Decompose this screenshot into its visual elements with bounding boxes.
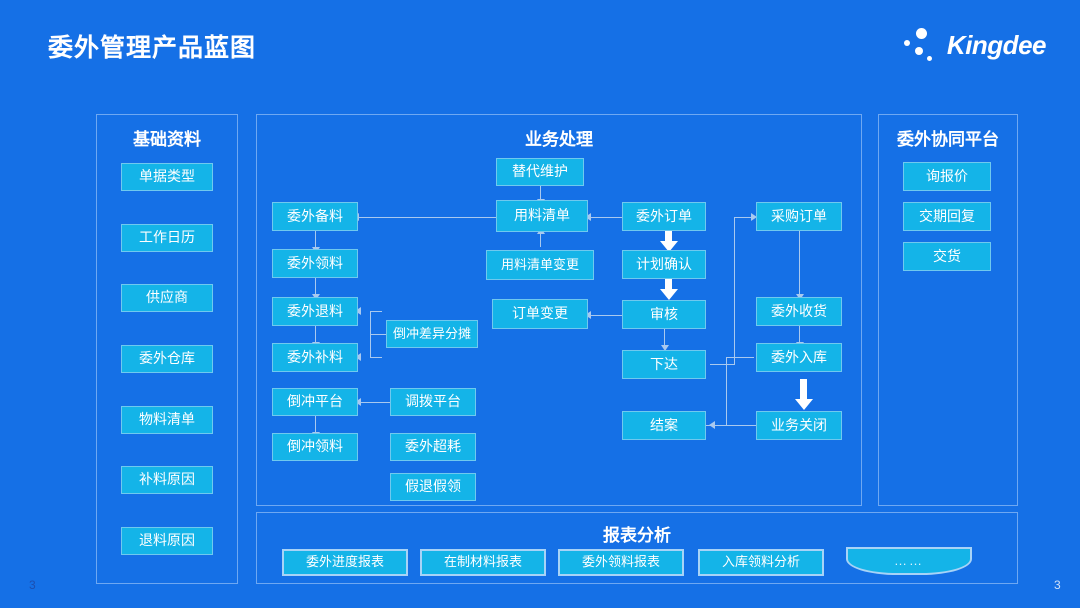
connector-tidai-yongliao: [540, 186, 541, 200]
node-chayi-fentan[interactable]: 倒冲差异分摊: [386, 320, 478, 348]
panel-report-analysis-title: 报表分析: [603, 526, 671, 545]
connector-chayi-bottom: [370, 357, 382, 358]
node-jihua-queren[interactable]: 计划确认: [622, 250, 706, 279]
page-number-right: 3: [1054, 578, 1061, 592]
page-number-left: 3: [29, 578, 36, 592]
arrowhead-shenhe-xiada: [661, 345, 669, 351]
basic-item-3[interactable]: 委外仓库: [121, 345, 213, 373]
connector-shenhe-dingdanbg: [588, 315, 624, 316]
report-item-more[interactable]: ……: [846, 547, 972, 575]
node-diaobo-pingtai[interactable]: 调拨平台: [390, 388, 476, 416]
arrowhead-xiada-cgdd: [751, 213, 757, 221]
node-tuiliao[interactable]: 委外退料: [272, 297, 358, 326]
panel-business-process: 业务处理: [256, 114, 862, 506]
connector-chayi-stem: [370, 334, 386, 335]
node-chaohao[interactable]: 委外超耗: [390, 433, 476, 461]
connector-yongliaobg-yongliao: [540, 233, 541, 247]
collab-item-1[interactable]: 交期回复: [903, 202, 991, 231]
panel-basic-data: 基础资料: [96, 114, 238, 584]
connector-ruku-left: [726, 357, 754, 358]
connector-ruku-left-h: [703, 425, 726, 426]
basic-item-1[interactable]: 工作日历: [121, 224, 213, 252]
connector-jhqr-shenhe: [660, 279, 678, 300]
arrowhead-shenhe-dingdanbg: [585, 311, 591, 319]
node-buliao[interactable]: 委外补料: [272, 343, 358, 372]
report-item-3[interactable]: 入库领料分析: [698, 549, 824, 576]
connector-xiada-cgdd: [734, 217, 752, 218]
node-weiwai-ruku[interactable]: 委外入库: [756, 343, 842, 372]
connector-wwdd-jhqr: [660, 231, 678, 252]
connector-wwdd-yongliao: [588, 217, 624, 218]
connector-shouhuo-ruku: [799, 326, 800, 343]
panel-collaboration: 委外协同平台: [878, 114, 1018, 506]
panel-business-process-title: 业务处理: [525, 130, 593, 149]
node-yongliao[interactable]: 用料清单: [496, 200, 588, 232]
arrowhead-chayi-buliao: [355, 353, 361, 361]
kingdee-logo: Kingdee: [903, 24, 1047, 66]
node-daochong-lingliao[interactable]: 倒冲领料: [272, 433, 358, 461]
panel-collaboration-title: 委外协同平台: [897, 130, 999, 149]
connector-chayi-top: [370, 311, 382, 312]
basic-item-4[interactable]: 物料清单: [121, 406, 213, 434]
connector-yongliao-beiliao: [355, 217, 498, 218]
node-yewu-guanbi[interactable]: 业务关闭: [756, 411, 842, 440]
node-weiwai-shouhuo[interactable]: 委外收货: [756, 297, 842, 326]
node-jiatui-jialing[interactable]: 假退假领: [390, 473, 476, 501]
basic-item-0[interactable]: 单据类型: [121, 163, 213, 191]
node-shenhe[interactable]: 审核: [622, 300, 706, 329]
connector-xiada-right: [710, 364, 734, 365]
connector-guanbi-jiean: [712, 425, 756, 426]
report-item-1[interactable]: 在制材料报表: [420, 549, 546, 576]
node-tidai[interactable]: 替代维护: [496, 158, 584, 186]
basic-item-6[interactable]: 退料原因: [121, 527, 213, 555]
arrowhead-chayi-tuiliao: [355, 307, 361, 315]
collab-item-2[interactable]: 交货: [903, 242, 991, 271]
connector-daochongpt-daochongll: [315, 416, 316, 433]
arrowhead-diaobo-daochongpt: [355, 398, 361, 406]
node-weiwai-dingdan[interactable]: 委外订单: [622, 202, 706, 231]
connector-cgdd-shouhuo: [799, 231, 800, 295]
node-caigou-dingdan[interactable]: 采购订单: [756, 202, 842, 231]
node-xiada[interactable]: 下达: [622, 350, 706, 379]
node-beiliao[interactable]: 委外备料: [272, 202, 358, 231]
report-item-2[interactable]: 委外领料报表: [558, 549, 684, 576]
report-item-0[interactable]: 委外进度报表: [282, 549, 408, 576]
node-yongliao-biangeng[interactable]: 用料清单变更: [486, 250, 594, 280]
panel-report-analysis: 报表分析: [256, 512, 1018, 584]
basic-item-5[interactable]: 补料原因: [121, 466, 213, 494]
connector-shenhe-xiada: [664, 329, 665, 346]
panel-basic-data-title: 基础资料: [133, 130, 201, 149]
node-daochong-pingtai[interactable]: 倒冲平台: [272, 388, 358, 416]
connector-ruku-left-v: [726, 357, 727, 425]
connector-beiliao-lingliao: [315, 231, 316, 248]
connector-lingliao-tuiliao: [315, 278, 316, 295]
page-title: 委外管理产品蓝图: [48, 34, 257, 62]
connector-diaobo-daochongpt: [358, 402, 390, 403]
connector-xiada-up: [734, 217, 735, 365]
connector-ruku-guanbi: [795, 379, 813, 411]
brand-name: Kingdee: [946, 29, 1047, 60]
node-dingdan-biangeng[interactable]: 订单变更: [492, 299, 588, 329]
kingdee-dots-logo-icon: [903, 25, 943, 65]
connector-tuiliao-buliao: [315, 326, 316, 343]
arrowhead-wwdd-yongliao: [585, 213, 591, 221]
collab-item-0[interactable]: 询报价: [903, 162, 991, 191]
node-jiean[interactable]: 结案: [622, 411, 706, 440]
basic-item-2[interactable]: 供应商: [121, 284, 213, 312]
node-lingliao[interactable]: 委外领料: [272, 249, 358, 278]
